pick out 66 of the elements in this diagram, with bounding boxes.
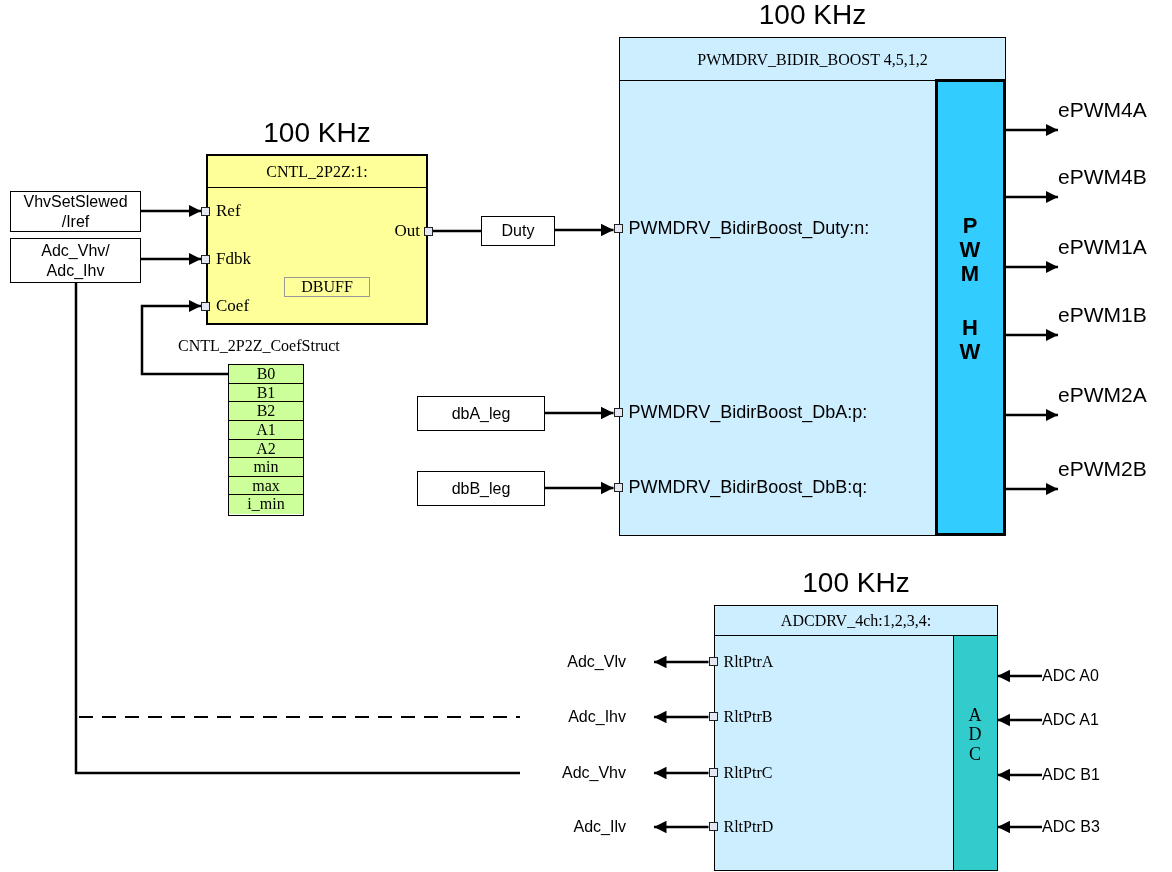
arrow bbox=[140, 299, 228, 376]
port-label: PWMDRV_BidirBoost_Duty:n: bbox=[628, 218, 870, 239]
port-label: RltPtrA bbox=[723, 652, 774, 671]
port-label: Coef bbox=[216, 296, 250, 316]
arrow bbox=[654, 655, 709, 669]
hardware-bar bbox=[952, 634, 998, 871]
signal-box: Duty bbox=[481, 216, 555, 246]
signal-label: Adc_Ihv bbox=[520, 706, 654, 728]
arrow bbox=[141, 204, 201, 218]
coefficient-row: min bbox=[229, 458, 303, 477]
signal-label: Adc_Vlv bbox=[520, 651, 654, 673]
vertical-label: ADC bbox=[967, 705, 983, 765]
output-signal-label: ePWM1A bbox=[1058, 235, 1170, 267]
frequency-heading: 100 KHz bbox=[801, 566, 911, 600]
output-signal-label: ePWM2B bbox=[1058, 457, 1170, 489]
coefficient-row: i_min bbox=[229, 495, 303, 514]
port-label: Ref bbox=[216, 201, 241, 221]
arrow bbox=[997, 713, 1042, 727]
coefficient-row: B2 bbox=[229, 402, 303, 421]
vertical-label: HW bbox=[959, 316, 981, 365]
signal-box: Adc_Vhv/ Adc_Ihv bbox=[10, 238, 141, 283]
arrow bbox=[1005, 408, 1058, 422]
arrow bbox=[654, 820, 709, 834]
output-signal-label: ePWM1B bbox=[1058, 303, 1170, 335]
arrow bbox=[997, 768, 1042, 782]
arrow bbox=[555, 223, 614, 237]
port-label: PWMDRV_BidirBoost_DbB:q: bbox=[628, 477, 868, 498]
arrow bbox=[1005, 260, 1058, 274]
port-label: Fdbk bbox=[216, 249, 251, 269]
block-caption: CNTL_2P2Z_CoefStruct bbox=[178, 337, 340, 355]
arrow bbox=[1005, 123, 1058, 137]
block-title: CNTL_2P2Z:1: bbox=[208, 156, 426, 188]
port-label: RltPtrD bbox=[723, 817, 774, 836]
signal-box: dbA_leg bbox=[417, 396, 545, 431]
signal-label: ADC A0 bbox=[1042, 665, 1122, 687]
arrow bbox=[654, 766, 709, 780]
output-signal-label: ePWM4A bbox=[1058, 98, 1170, 130]
arrow bbox=[997, 669, 1042, 683]
signal-label: ADC B3 bbox=[1042, 816, 1122, 838]
signal-label: ADC B1 bbox=[1042, 764, 1122, 786]
port-label: RltPtrC bbox=[723, 763, 773, 782]
coefficient-row: B0 bbox=[229, 365, 303, 384]
port-label: PWMDRV_BidirBoost_DbA:p: bbox=[628, 402, 868, 423]
arrow bbox=[1005, 328, 1058, 342]
output-signal-label: ePWM4B bbox=[1058, 165, 1170, 197]
signal-line bbox=[433, 229, 481, 233]
arrow bbox=[1005, 482, 1058, 496]
signal-label: Adc_Vhv bbox=[520, 762, 654, 784]
signal-box: dbB_leg bbox=[417, 471, 545, 506]
arrow bbox=[545, 406, 614, 420]
hardware-bar bbox=[934, 78, 1006, 536]
frequency-heading: 100 KHz bbox=[262, 116, 372, 150]
buffer-label: DBUFF bbox=[284, 277, 370, 297]
port-label: Out bbox=[394, 221, 420, 241]
vertical-label: PWM bbox=[959, 213, 981, 287]
arrow bbox=[1005, 190, 1058, 204]
arrow bbox=[545, 481, 614, 495]
arrow bbox=[654, 710, 709, 724]
signal-label: Adc_Ilv bbox=[520, 816, 654, 838]
signal-box: VhvSetSlewed /Iref bbox=[10, 191, 141, 232]
frequency-heading: 100 KHz bbox=[757, 0, 868, 32]
signal-label: ADC A1 bbox=[1042, 709, 1122, 731]
arrow bbox=[141, 252, 201, 266]
arrow bbox=[997, 820, 1042, 834]
output-signal-label: ePWM2A bbox=[1058, 383, 1170, 415]
port-label: RltPtrB bbox=[723, 707, 773, 726]
